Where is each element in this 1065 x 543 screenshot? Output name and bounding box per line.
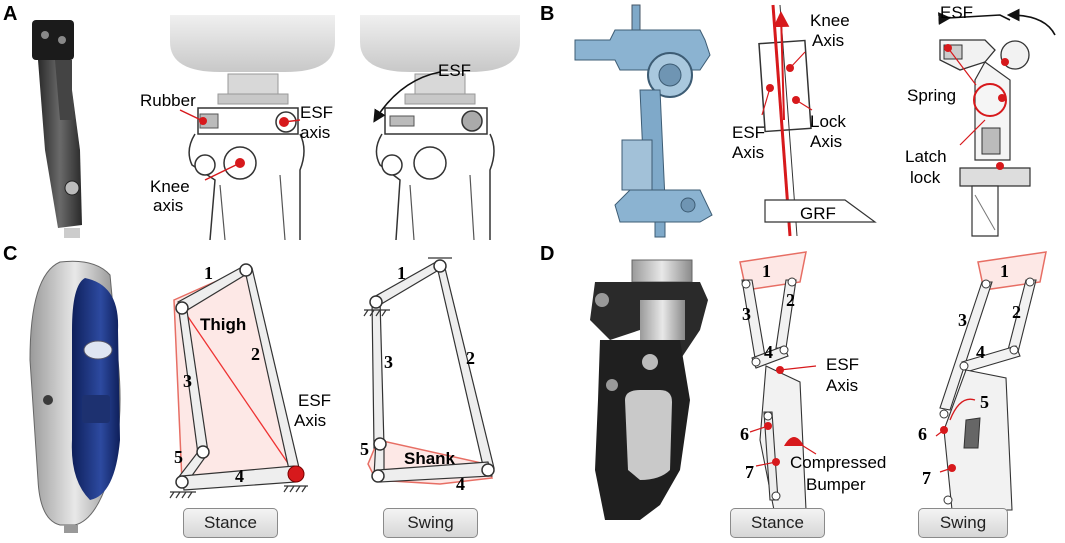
link-num-d-stance-1: 1 (762, 261, 771, 281)
label-esf-axis-a-1: ESF (300, 103, 333, 122)
link-num-c-stance-2: 2 (251, 344, 260, 364)
link-num-c-swing-3: 3 (384, 352, 393, 372)
label-rubber: Rubber (140, 91, 196, 110)
label-bumper-1: Compressed (790, 453, 886, 472)
compressed-bumper (784, 437, 804, 446)
esf-arrow-a (373, 71, 441, 123)
panel-label-a: A (3, 3, 17, 25)
panel-b-schematic (758, 4, 877, 237)
link-num-c-stance-3: 3 (183, 371, 192, 391)
link-num-c-swing-5: 5 (360, 439, 369, 459)
link-num-d-swing-2: 2 (1012, 302, 1021, 322)
label-lock-axis-b-1: Lock (810, 112, 846, 131)
label-grf: GRF (800, 204, 836, 223)
panel-label-c: C (3, 243, 17, 265)
panel-b-photo (574, 4, 713, 238)
link-num-d-swing-5: 5 (980, 392, 989, 412)
link-num-c-stance-5: 5 (174, 447, 183, 467)
panel-a-swing-drawing (360, 15, 520, 241)
label-spring: Spring (907, 86, 956, 105)
panel-a-photo (32, 20, 82, 238)
label-latch-1: Latch (905, 147, 947, 166)
label-esf-axis-b-2: Axis (732, 143, 764, 162)
label-esf-axis-d-1: ESF (826, 355, 859, 374)
grf-arrow (773, 11, 790, 121)
label-esf-axis-c-2: Axis (294, 411, 326, 430)
panel-b-latch-drawing (938, 8, 1056, 237)
swing-button-d[interactable]: Swing (918, 508, 1008, 538)
panel-c-photo (29, 260, 121, 533)
grf-line (771, 4, 792, 237)
panel-c-stance-linkage (169, 263, 308, 499)
panel-d-stance-linkage (739, 251, 817, 511)
label-esf-axis-a-2: axis (300, 123, 330, 142)
label-knee-axis-a-1: Knee (150, 177, 190, 196)
label-thigh: Thigh (200, 315, 246, 334)
link-num-d-stance-4: 4 (764, 342, 773, 362)
link-num-d-stance-7: 7 (745, 462, 754, 482)
stance-button-d[interactable]: Stance (730, 508, 825, 538)
link-num-c-swing-1: 1 (397, 263, 406, 283)
link-num-d-swing-1: 1 (1000, 261, 1009, 281)
label-knee-axis-a-2: axis (153, 196, 183, 215)
panel-d-swing-linkage (935, 251, 1047, 511)
panel-d-photo (590, 259, 708, 520)
link-num-c-swing-2: 2 (466, 348, 475, 368)
link-num-d-stance-2: 2 (786, 290, 795, 310)
latch-lock-circle (973, 83, 1007, 117)
label-esf-axis-c-1: ESF (298, 391, 331, 410)
label-esf-a: ESF (438, 61, 471, 80)
label-knee-axis-b-1: Knee (810, 11, 850, 30)
link-num-d-swing-7: 7 (922, 468, 931, 488)
link-num-c-stance-4: 4 (235, 466, 244, 486)
swing-button-c[interactable]: Swing (383, 508, 478, 538)
label-esf-axis-d-2: Axis (826, 376, 858, 395)
label-latch-2: lock (910, 168, 941, 187)
panel-a-stance-drawing (170, 15, 335, 241)
esf-arrow-b (1006, 8, 1056, 36)
label-bumper-2: Bumper (806, 475, 866, 494)
label-esf-axis-b-1: ESF (732, 123, 765, 142)
link-num-d-stance-6: 6 (740, 424, 749, 444)
link-num-d-swing-3: 3 (958, 310, 967, 330)
panel-label-b: B (540, 3, 554, 25)
link-num-d-swing-6: 6 (918, 424, 927, 444)
link-num-c-stance-1: 1 (204, 263, 213, 283)
label-lock-axis-b-2: Axis (810, 132, 842, 151)
esf-axis-c-marker (287, 465, 305, 483)
link-num-d-stance-3: 3 (742, 304, 751, 324)
label-esf-b: ESF (940, 3, 973, 22)
panel-c-swing-linkage (363, 257, 495, 485)
stance-button-c[interactable]: Stance (183, 508, 278, 538)
link-num-c-swing-4: 4 (456, 474, 465, 494)
panel-label-d: D (540, 243, 554, 265)
label-shank: Shank (404, 449, 456, 468)
label-knee-axis-b-2: Axis (812, 31, 844, 50)
link-num-d-swing-4: 4 (976, 342, 985, 362)
